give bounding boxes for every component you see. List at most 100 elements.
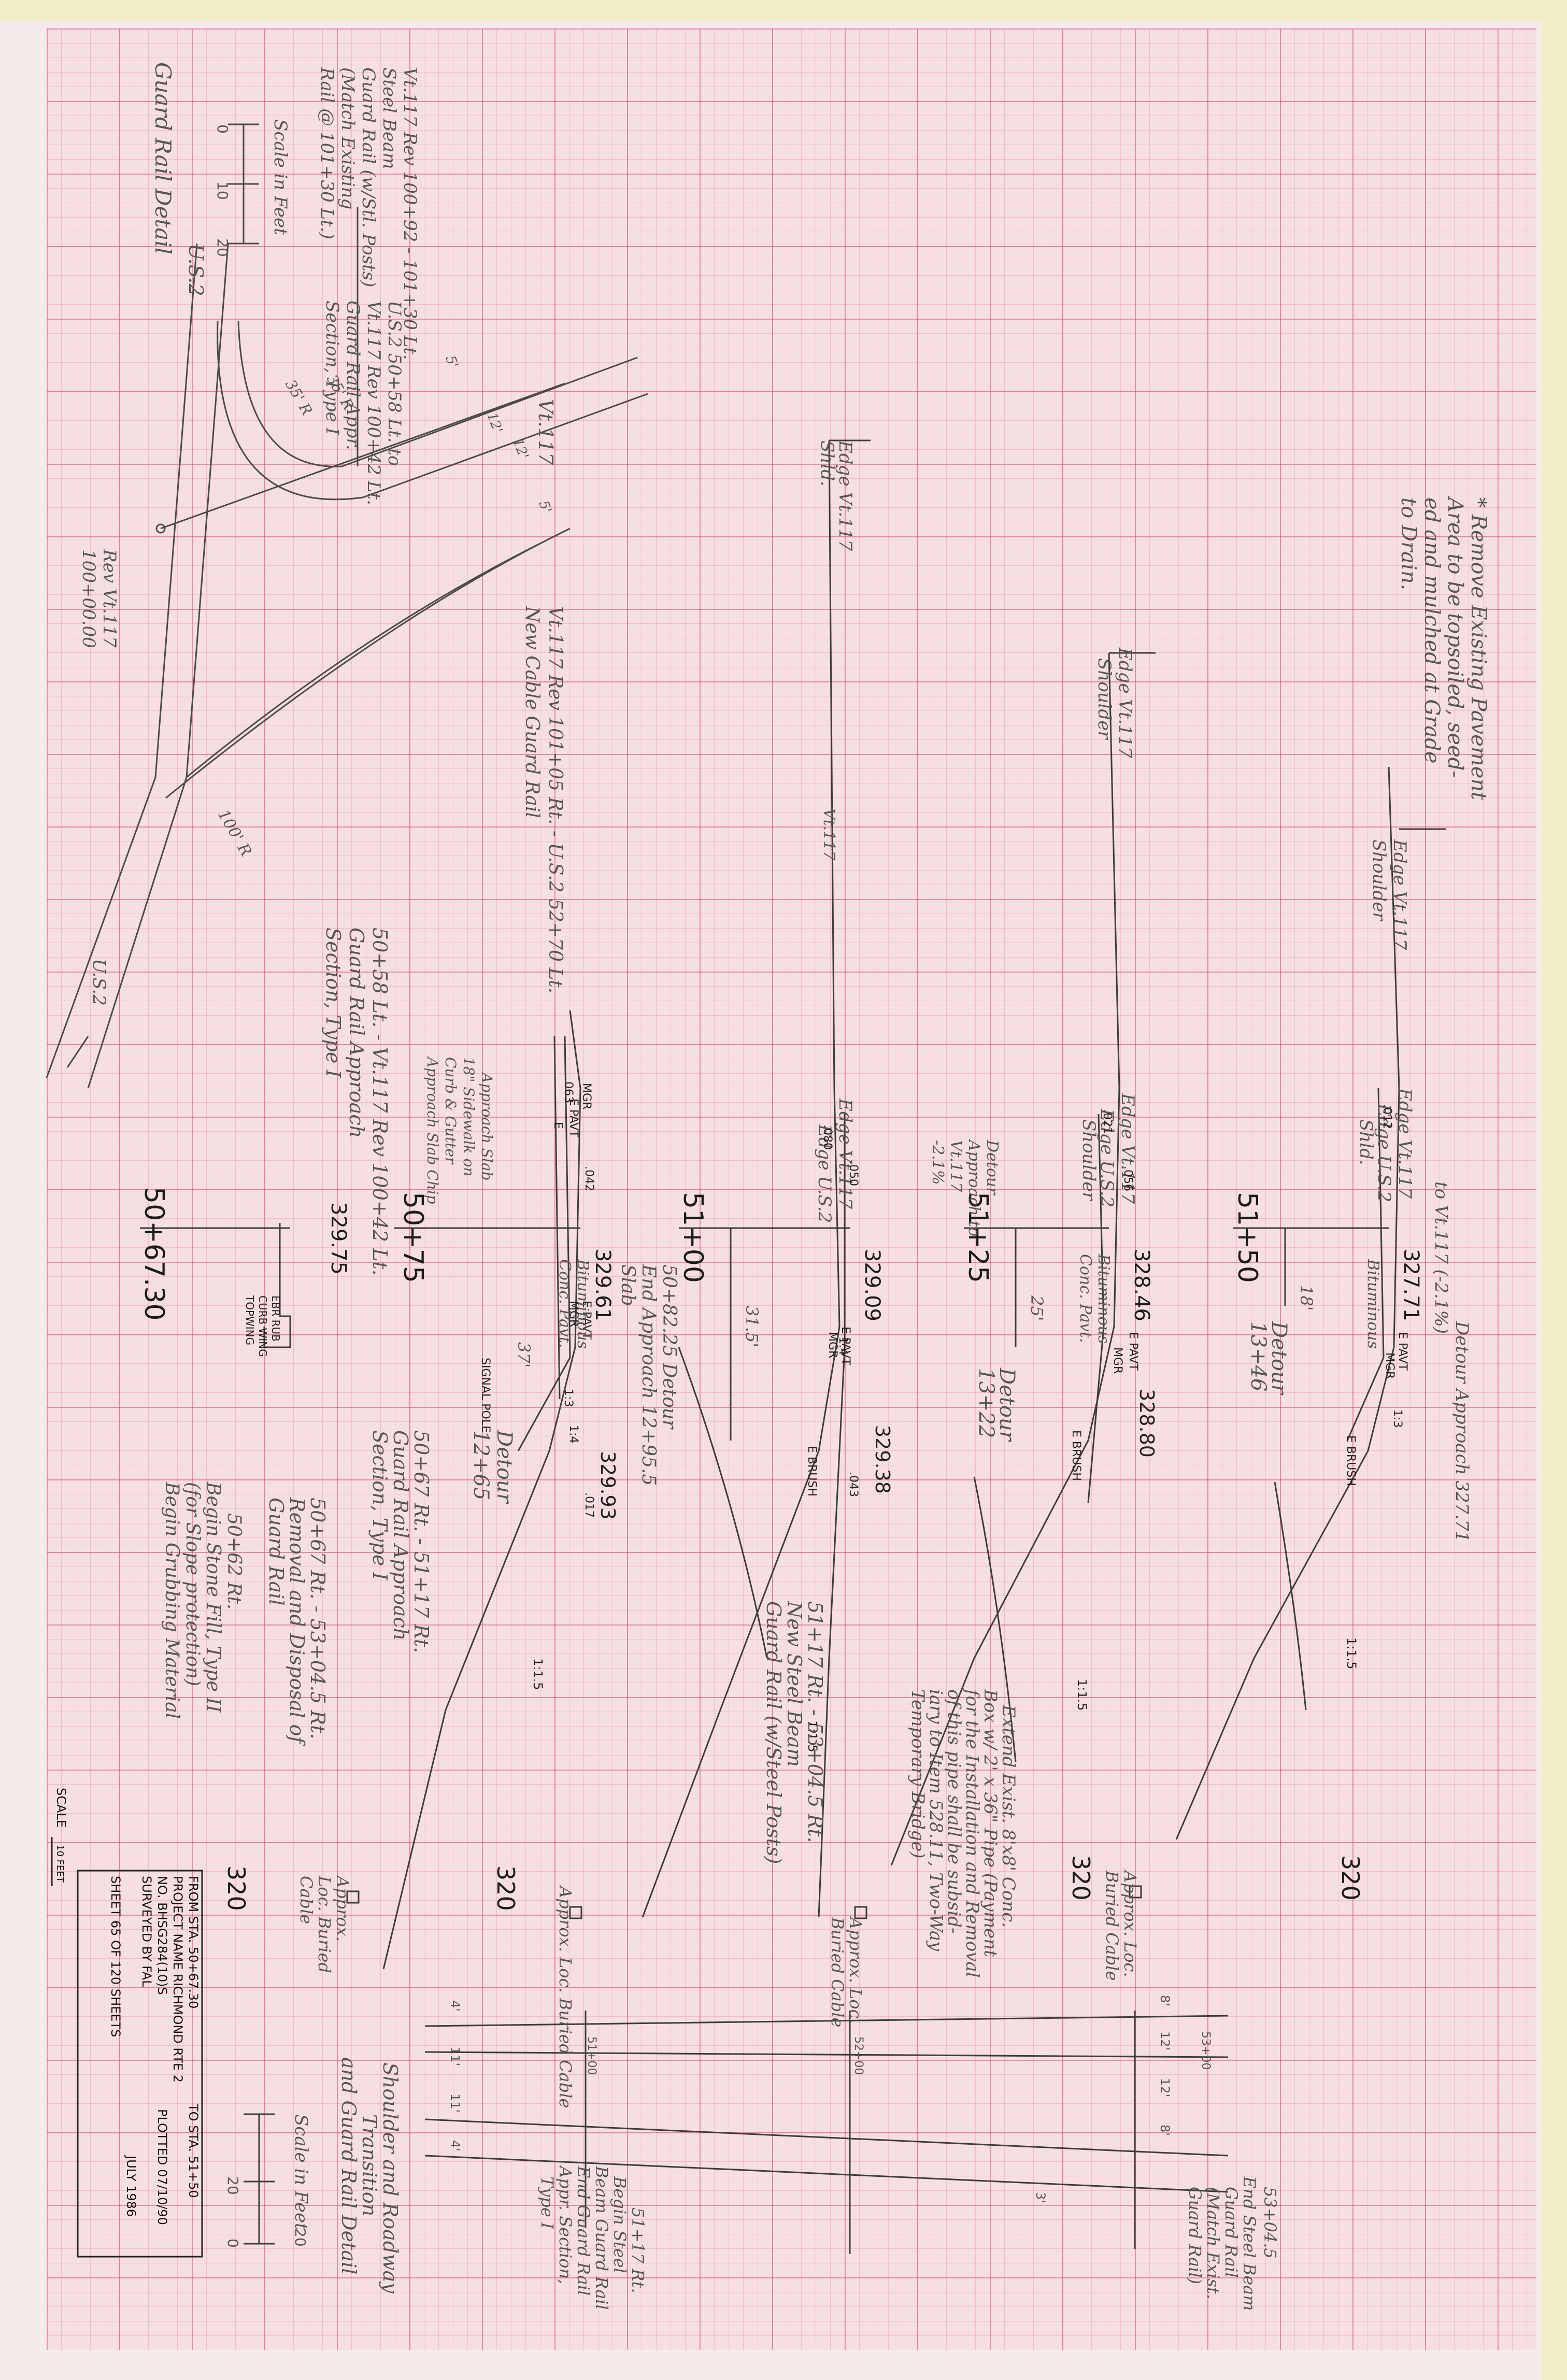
detail-scale-bar [228,123,259,245]
profile-51-25-c [973,1476,1017,1762]
station-label-4: 51+25 [962,1192,993,1283]
curb-wing: CURB WING [257,1295,269,1357]
remove-line-3: ed and mulched at Grade [1420,497,1444,763]
e-1: E [551,1122,564,1129]
note3-line-2: New Cable Guard Rail [521,606,543,818]
plan-dim-3: 8' [1158,2125,1172,2136]
newbeam-3: Guard Rail (w/Steel Posts) [762,1601,785,1864]
station-elev-3: 329.09 [860,1249,884,1321]
tb-plotted: PLOTTED 07/10/90 [155,2109,169,2225]
slope-1-15-a: 1:1.5 [531,1658,545,1690]
stone-4: Begin Grubbing Material [161,1481,182,1719]
note2-line-4: Section, Type I [322,301,343,435]
plan-line-2 [424,2051,1229,2058]
buried-cable-box-3 [854,1906,867,1919]
culvert-wing [263,1223,291,1348]
detail-note-2: U.S.2 50+58 Lt. to Vt.117 Rev 100+42 Lt.… [322,301,405,505]
tb-project-no: NO. BHSG284(10)S [155,1876,169,1995]
slope-1-3-a: 1:3 [562,1389,575,1407]
cable-guard-rail-2 [165,528,571,799]
station-elev-1: 329.75 [326,1202,350,1275]
station-elev-4: 328.46 [1130,1249,1153,1321]
detail-rev-station-2: 100+00.00 [78,549,99,648]
plan-begin-1: 51+17 Rt. [628,2207,648,2293]
vt117-label: Vt.117 [820,808,838,861]
shoulder-top-3: Shoulder [1369,839,1389,921]
plan-labels: Shoulder and Roadway Transition and Guar… [224,1995,1280,2311]
cable-guard-rail [186,543,539,778]
conc-pavt-2: Conc. Pavt. [1076,1254,1094,1343]
plan-shoulder-3: and Guard Rail Detail [337,2057,360,2274]
end-approach-1: 50+82.25 Detour [659,1264,680,1430]
detail-us2-label: U.S.2 [184,244,207,296]
plan-scale-20b: 20 [292,2228,309,2247]
ebr-curb: EBR RUB [269,1295,282,1342]
mgr-4: MGR [1111,1347,1124,1374]
graph-paper-grid [47,28,1536,2350]
profile-51-00-b [818,1114,846,1918]
slope-042: .042 [582,1166,595,1191]
bituminous-3: Bituminous [1364,1259,1382,1349]
bituminous-2: Bituminous [1094,1253,1113,1344]
note1-line-4: (Match Existing [337,67,358,209]
slope-056: .056 [1121,1166,1134,1191]
profile-51-50-c [1274,1481,1307,1711]
stone-1: 50+62 Rt. [223,1513,245,1609]
plan-end-4: (Match Exist. [1203,2187,1223,2299]
remove-pavement-note: * Remove Existing Pavement Area to be to… [1397,495,1490,801]
tb-sheet: SHEET 65 OF 120 SHEETS [108,1876,123,2037]
note2-line-3: Guard Rail Appr. [343,301,363,450]
plan-begin-2: Begin Steel [610,2176,630,2273]
detour-approach: Detour Approach 327.71 [1451,1321,1472,1542]
edge-vt117-1: Edge Vt.117 [835,1098,856,1209]
plan-scale-bar [244,2113,275,2245]
buried-cable-c: Cable [296,1876,316,1924]
detour-appr-b4: -2.1% [929,1140,947,1185]
plan-station-ticks [585,2011,1136,2254]
detail-rev-station: Rev Vt.117 [99,549,120,648]
slope-1-3-b: 1:3 [1391,1409,1404,1428]
plan-end-2: End Steel Beam [1240,2176,1259,2311]
detail-scale-20: 20 [214,238,231,257]
edge-vt117-3: Edge Vt.117 [1394,1088,1415,1199]
detour-appr-b: Detour [983,1139,1001,1195]
buried-cable-box-4 [1129,1885,1142,1899]
plan-sta-5200: 52+00 [852,2036,865,2075]
elev-320-3: 320 [1067,1855,1095,1901]
end-approach-3: Slab [617,1264,638,1306]
edge-vt117-2: Edge Vt.117 [1117,1093,1138,1204]
station-elev-5: 327.71 [1399,1249,1423,1321]
e-pavt-5: E PAVT [1396,1332,1409,1371]
tb-project-name: PROJECT NAME RICHMOND RTE 2 [170,1876,185,2083]
plan-shoulder-2: Transition [358,2114,381,2216]
slope-050-a: .050 [847,1161,860,1186]
profile-51-00-c [678,1347,768,1659]
dim-18: 18' [1297,1285,1316,1311]
buried-cable-d: Approx. Loc. Buried Cable [555,1885,575,2108]
profile-51-25 [890,652,1120,1866]
plan-dim-8: 3' [1033,2192,1048,2203]
detour-3b: 13+46 [1246,1321,1270,1391]
tb-to: TO STA. 51+50 [186,2103,201,2198]
slope-1-15-c: 1:1.5 [1075,1679,1089,1711]
slope-1-4-a: 1:4 [567,1425,580,1443]
detail-dim-12a: 12' [483,410,505,435]
dimension-lines [730,1228,1286,1441]
guard-rail-notes: 50+58 Lt. - Vt.117 Rev 100+42 Lt. Guard … [161,928,1019,1978]
plan-scale-label: Scale in Feet [291,2114,311,2230]
topwing: TOPWING [244,1295,256,1345]
dim-25: 25' [1027,1295,1047,1321]
tape-strip-top [0,0,1567,21]
mgr-3: MGR [826,1332,839,1358]
detour-3: Detour [1267,1321,1291,1396]
slope-012: .012 [1380,1104,1393,1129]
stone-2: Begin Stone Fill, Type II [203,1481,224,1713]
slope-1-15-b: 1:1.5 [805,1720,820,1752]
note3-line-1: Vt.117 Rev 101+05 Rt. - U.S.2 52+70 Lt. [545,606,566,993]
profile-50-75-c [553,1036,561,1400]
shoulder-2: Shoulder [1078,1119,1099,1201]
slope-080-a: .080 [821,1124,834,1150]
profile-50-75-b [517,1036,571,1451]
mgr-5: MGR [1383,1352,1396,1379]
edge-us2-3: Edge U.S.2 [1374,1103,1394,1202]
